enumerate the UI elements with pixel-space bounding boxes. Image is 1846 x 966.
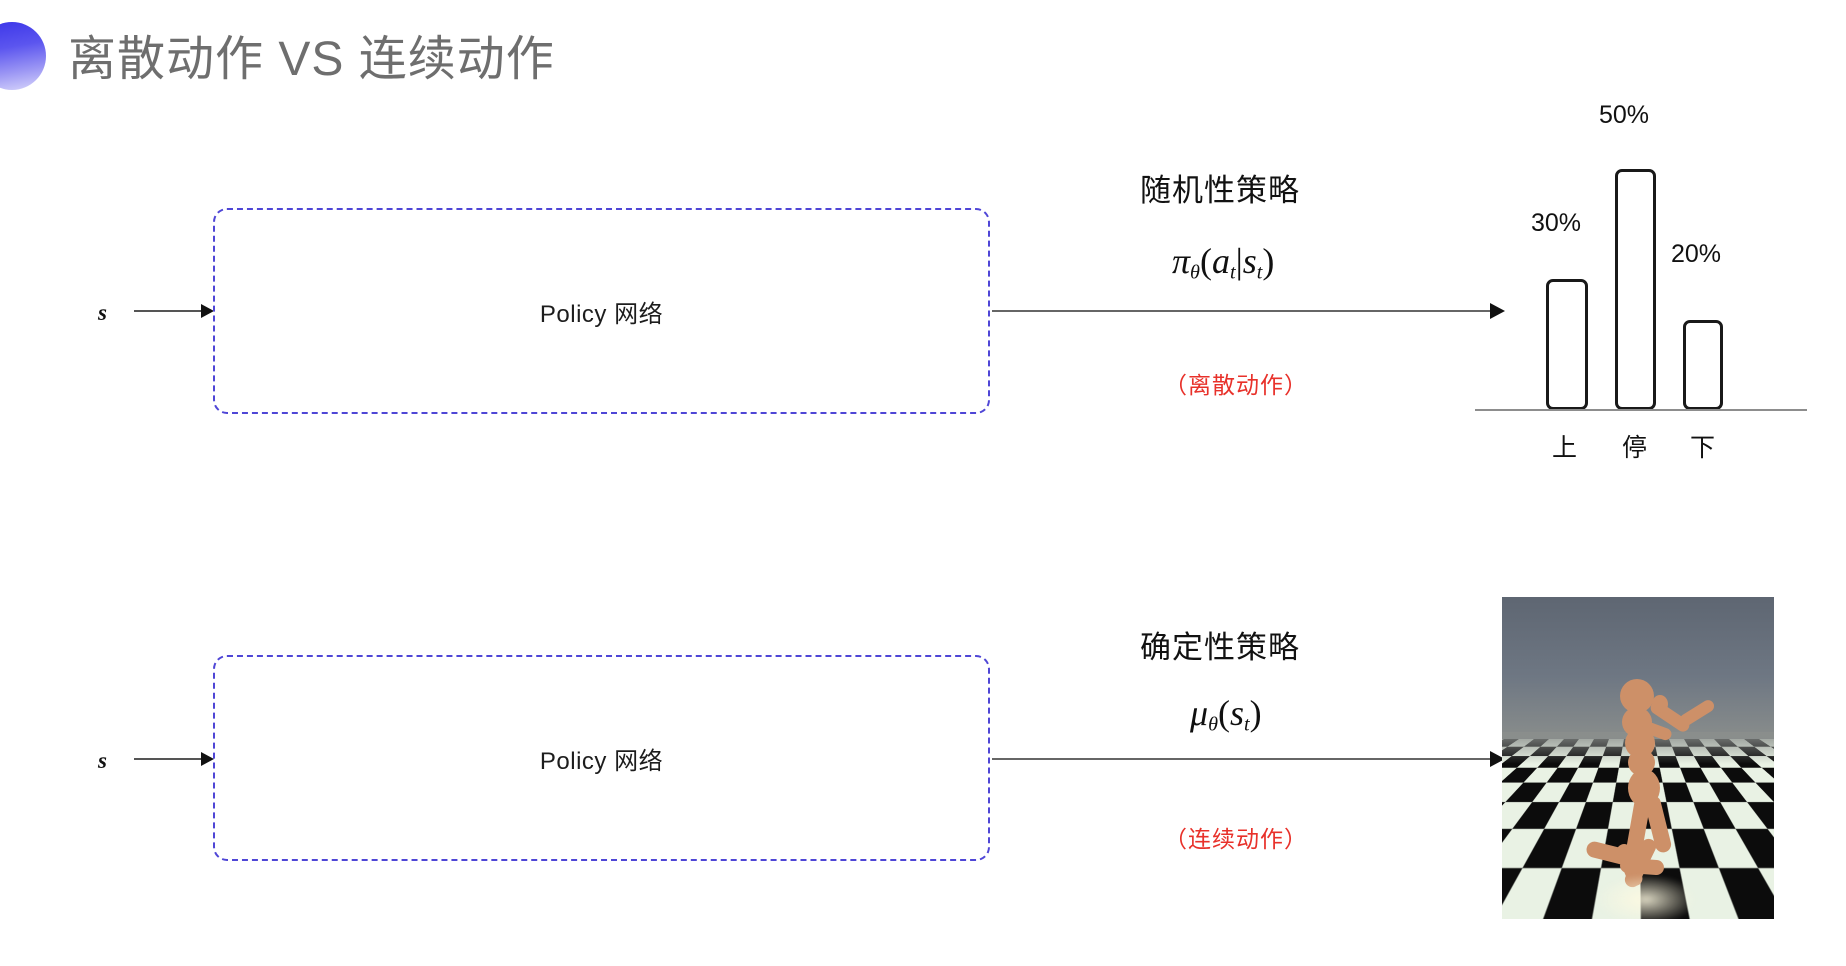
formula-state: s	[1242, 241, 1257, 281]
formula-bar: |	[1235, 241, 1243, 281]
formula-theta: θ	[1190, 261, 1200, 284]
formula-pi: π	[1172, 241, 1191, 281]
output-arrow-row2	[992, 751, 1505, 767]
formula-open-paren: (	[1199, 241, 1212, 281]
policy-network-box-row2[interactable]: Policy 网络	[213, 655, 990, 861]
formula-state-sub-2: t	[1244, 713, 1250, 736]
humanoid-foot-right	[1619, 857, 1665, 876]
formula-close-paren: )	[1262, 241, 1275, 281]
title-bullet-icon	[0, 22, 46, 90]
policy-network-label-row2: Policy 网络	[539, 747, 664, 775]
bar-category-label-0: 上	[1552, 434, 1578, 462]
input-state-label-row1: s	[98, 300, 107, 325]
bar-value-label-1: 50%	[1599, 101, 1650, 129]
annotation-note-row2: （连续动作）	[1164, 826, 1308, 852]
bar-value-label-0: 30%	[1531, 209, 1582, 237]
input-state-label-row2: s	[98, 748, 107, 773]
input-arrow-row1	[134, 304, 214, 318]
formula-close-paren-2: )	[1249, 693, 1262, 733]
floor-reflection-glare	[1594, 873, 1698, 919]
annotation-note-row1: （离散动作）	[1164, 372, 1308, 398]
annotation-formula-row1: πθ(at|st)	[1172, 240, 1274, 285]
bar-category-label-1: 停	[1622, 434, 1648, 462]
policy-network-label-row1: Policy 网络	[539, 300, 664, 328]
formula-state-sub: t	[1256, 261, 1263, 284]
formula-state-2: s	[1229, 693, 1244, 733]
bar-shang	[1546, 279, 1588, 410]
page-title: 离散动作 VS 连续动作	[68, 33, 555, 86]
policy-network-box-row1[interactable]: Policy 网络	[213, 208, 990, 414]
formula-action: a	[1211, 241, 1230, 281]
bar-value-label-2: 20%	[1671, 240, 1722, 268]
bar-xia	[1683, 320, 1723, 410]
input-arrow-row2	[134, 752, 214, 766]
action-probability-bar-chart: 30% 50% 20%	[1465, 95, 1815, 410]
humanoid-hand-right	[1652, 695, 1668, 713]
formula-theta-2: θ	[1208, 713, 1218, 736]
bar-ting	[1615, 169, 1656, 410]
formula-mu: μ	[1190, 693, 1209, 733]
chart-baseline-axis	[1475, 409, 1807, 411]
annotation-title-row2: 确定性策略	[1140, 630, 1300, 665]
output-arrow-row1	[992, 303, 1505, 319]
annotation-title-row1: 随机性策略	[1140, 173, 1300, 208]
humanoid-simulation-image	[1502, 597, 1774, 919]
annotation-formula-row2: μθ(st)	[1190, 692, 1262, 737]
formula-action-sub: t	[1229, 261, 1236, 284]
formula-open-paren-2: (	[1217, 693, 1230, 733]
bar-category-label-2: 下	[1690, 434, 1716, 462]
